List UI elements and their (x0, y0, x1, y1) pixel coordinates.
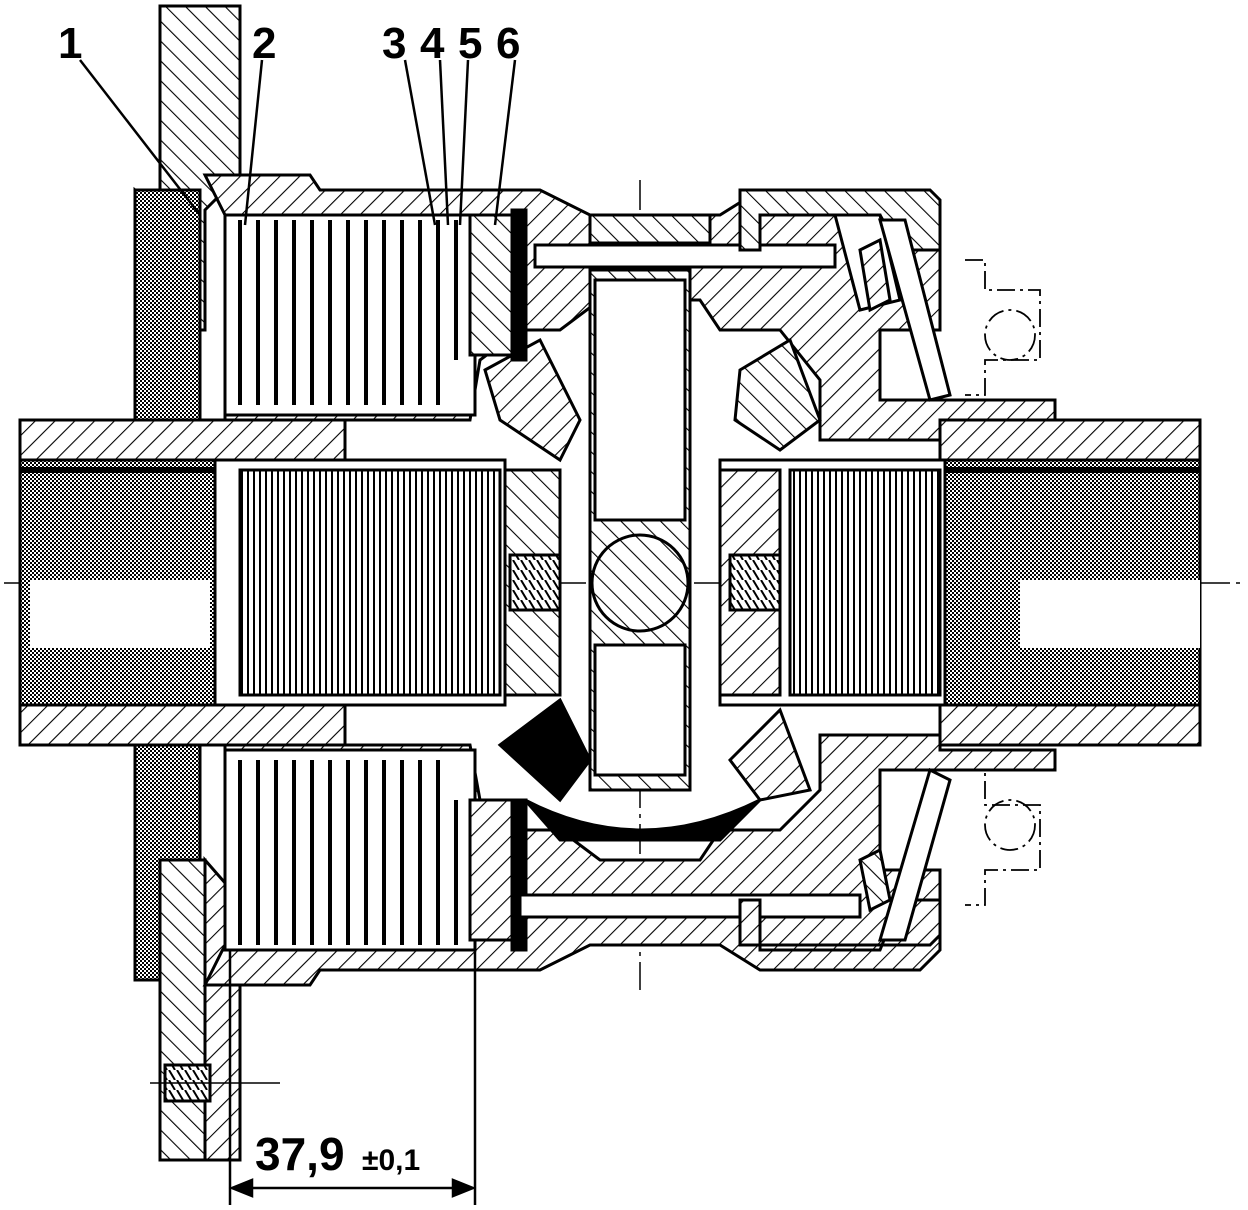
callout-4: 4 (420, 19, 445, 68)
callout-2: 2 (252, 19, 276, 68)
dimension-label: 37,9 ±0,1 (255, 1128, 420, 1180)
axle-hub (18, 418, 1202, 747)
callout-1: 1 (58, 19, 82, 68)
flange-bolt (150, 1063, 280, 1103)
bearing-phantom (965, 259, 1041, 906)
dimension-lines (228, 950, 477, 1205)
dimension-value: 37,9 (255, 1128, 345, 1180)
callout-6: 6 (496, 19, 520, 68)
callout-labels: 1 2 3 4 5 6 (58, 19, 520, 68)
callout-5: 5 (458, 19, 482, 68)
pinion-shaft (588, 268, 692, 792)
side-gear-left (213, 458, 562, 707)
clutch-pack-lower (223, 748, 528, 952)
pinion-gears (483, 337, 822, 842)
dimension-tolerance: ±0,1 (362, 1144, 420, 1177)
callout-3: 3 (382, 19, 406, 68)
right-bearing (738, 188, 952, 952)
clutch-pack-upper (223, 208, 528, 417)
side-gear-right (718, 458, 947, 707)
callout-leaders (79, 59, 517, 226)
